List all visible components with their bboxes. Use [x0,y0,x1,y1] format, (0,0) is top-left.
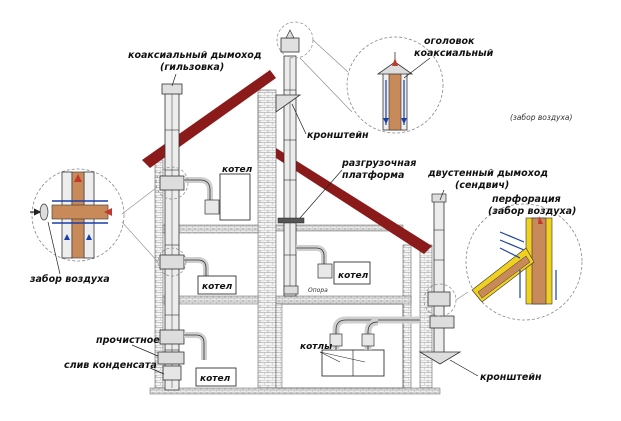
bracket-top-shape [275,94,302,113]
support-shape [283,285,299,295]
boiler-mid-right-label: котел [338,271,369,281]
basement-boilers: котлы [300,316,420,377]
foundation [149,387,441,395]
boiler-top: котел [204,165,253,221]
right-roof [276,148,432,254]
tee-top-ring [155,166,189,200]
floor-2 [162,295,259,305]
labels: коаксиальный дымоход (гильзовка) оголово… [29,36,576,383]
condensate-fitting [162,365,182,381]
boiler-mid-right: котел [317,261,371,285]
condensate-drain-label: слив конденсата [64,360,157,371]
tee-top [159,175,185,191]
coaxial-cap-label-2: коаксиальный [414,48,494,59]
perforation-label-1: перфорация [492,194,561,205]
boiler-bottom-left: котел [195,367,237,387]
air-intake-label: забор воздуха [29,274,110,285]
coaxial-cap-detail [299,36,444,134]
air-intake-note: (забор воздуха) [510,113,573,122]
boiler-mid-left: котел [197,275,237,295]
coaxial-chimney-label-2: (гильзовка) [160,62,224,73]
bracket-bottom-label: кронштейн [480,372,542,383]
air-intake-detail [30,168,159,263]
bracket-bottom-shape [418,351,462,365]
support-label: Опора [308,287,328,294]
coaxial-cap-label-1: оголовок [424,36,475,47]
boilers-label: котлы [300,342,332,352]
air-inlet-shape [39,203,49,221]
boiler-bottom-left-label: котел [200,374,231,384]
central-brick-wall [257,89,277,394]
double-wall-label-2: (сендвич) [455,180,509,191]
double-wall-chimney [418,193,462,365]
tee-mid-ring [157,247,187,277]
coaxial-cap [161,83,183,95]
central-cap [280,37,300,53]
central-chimney: Опора [275,29,328,297]
floor-1 [162,224,259,234]
boiler-mid-left-label: котел [202,282,233,292]
boiler-top-label: котел [222,165,253,175]
coaxial-chimney-left [157,83,185,391]
unloading-platform-label-1: разгрузочная [341,158,416,169]
coaxial-chimney-label-1: коаксиальный дымоход [128,50,262,61]
double-wall-label-1: двустенный дымоход [427,168,548,179]
tee-mid [159,254,185,270]
floor-4 [275,295,412,305]
bracket-top-label: кронштейн [307,130,369,141]
perforation-label-2: (забор воздуха) [488,206,576,217]
boiler-connectors-left [184,177,213,360]
cleanout-fitting [157,351,185,365]
cleanout-label: прочистное [96,335,160,346]
perforation-detail [455,203,583,321]
unloading-platform-label-2: платформа [342,170,404,181]
tee-bottom [159,329,185,345]
basement-left-wall [275,303,283,389]
unloading-platform-shape [277,217,305,224]
